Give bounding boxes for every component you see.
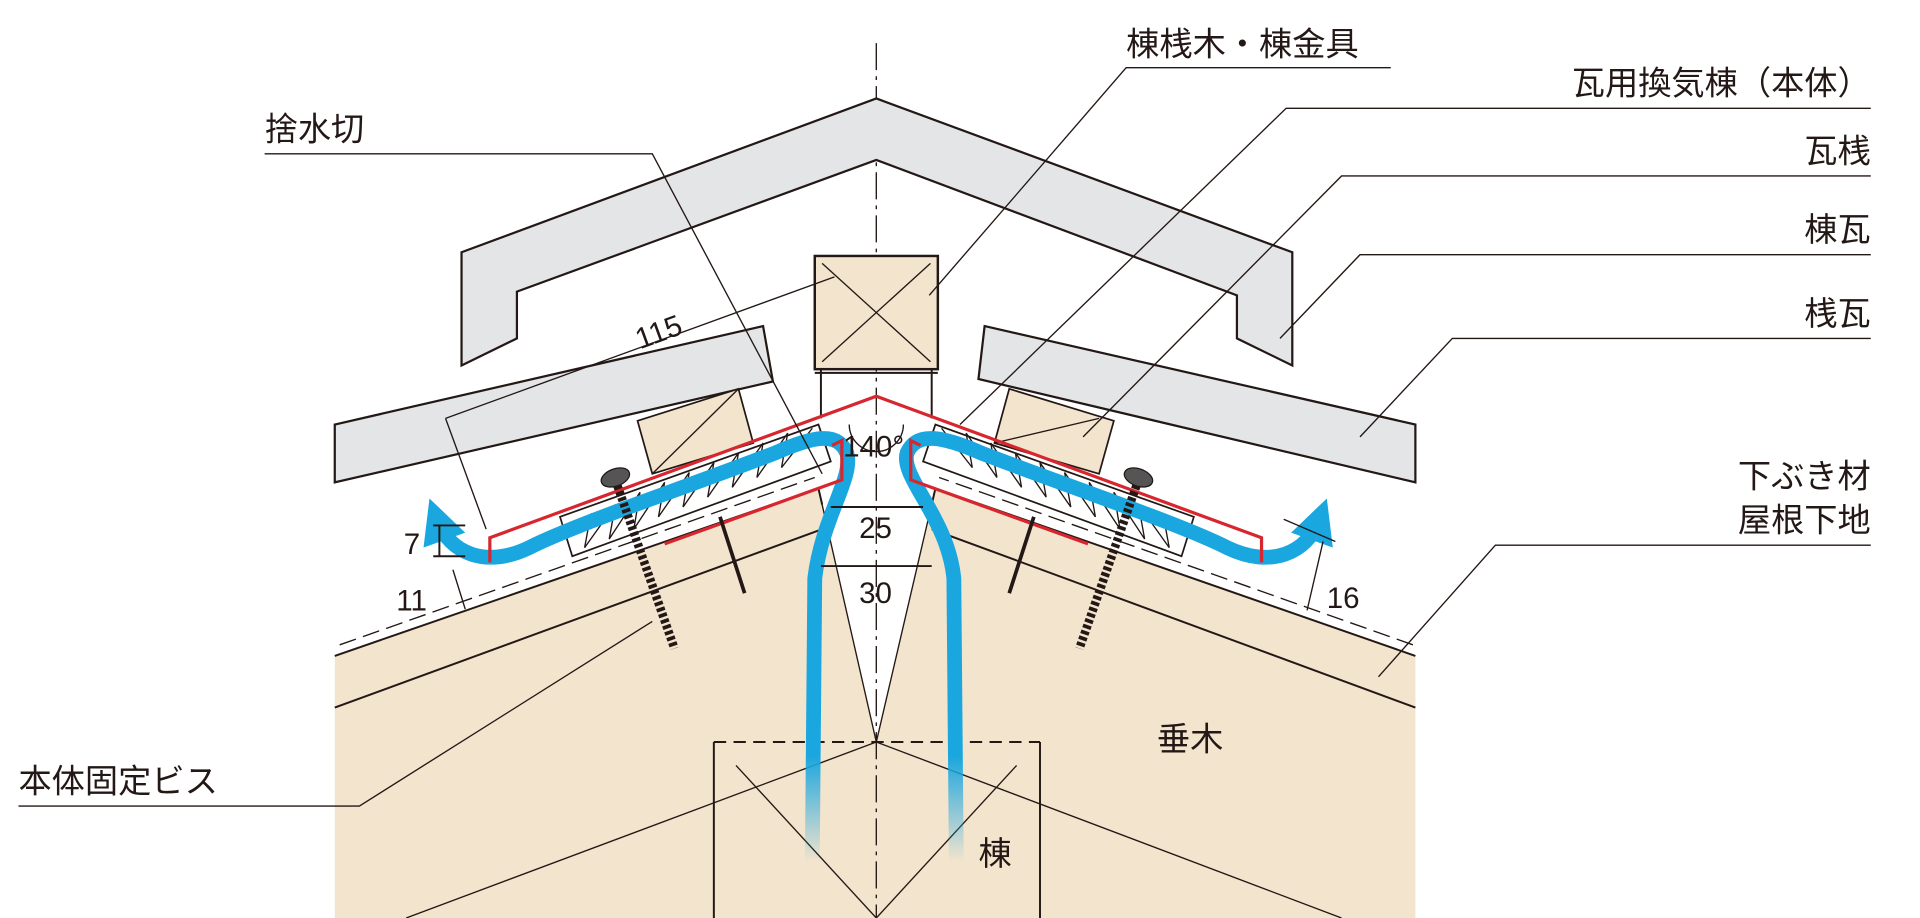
dimension-25: 25 [859,512,892,545]
leader-lines [18,67,1871,807]
dimension-angle-140: 140° [843,431,904,464]
label-rafter: 垂木 [1157,720,1223,759]
underlayment-left [339,476,815,646]
label-vent-ridge-body: 瓦用換気棟（本体） [1572,64,1871,103]
ridge-tile [460,97,1294,368]
label-fixing-screw: 本体固定ビス [18,761,217,800]
ridge-bracket [814,369,938,419]
fixing-screw-left [600,467,679,650]
rafter-left [334,488,877,918]
label-ridge-tile: 棟瓦 [1804,210,1870,249]
dimension-7: 7 [404,528,420,561]
vent-ridge-body [488,394,1264,563]
dimension-11: 11 [396,584,427,617]
label-tile-batten: 瓦桟 [1804,131,1870,170]
tile-batten-right [993,387,1115,475]
rafter-right [876,488,1416,918]
pan-tile-right [977,324,1417,484]
underlayment-right [938,476,1414,646]
label-ridge-batten-bracket: 棟桟木・棟金具 [1126,24,1359,63]
nail-left [718,516,747,594]
airflow-path [423,431,1333,869]
label-underlayment: 下ぶき材 [1738,456,1871,495]
nail-right [1007,516,1036,594]
dimension-30: 30 [859,577,892,610]
label-roof-deck: 屋根下地 [1738,501,1871,540]
fixing-screw-right [1075,467,1154,650]
label-pan-tile: 桟瓦 [1804,294,1870,333]
label-ridge-beam: 棟 [978,834,1011,873]
dimension-16: 16 [1327,582,1360,615]
dimension-lines [433,276,1336,611]
label-flashing: 捨水切 [265,109,365,148]
